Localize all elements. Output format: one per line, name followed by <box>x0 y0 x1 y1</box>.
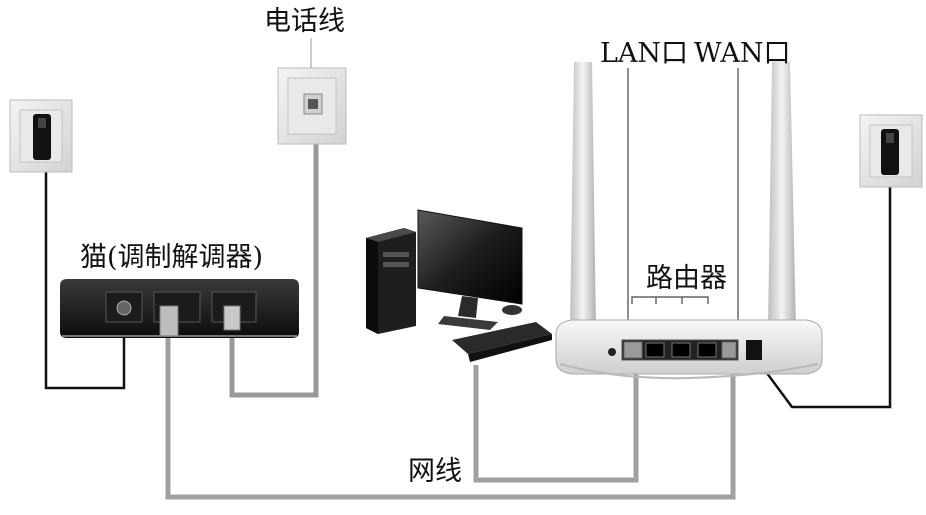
router-bracket <box>631 296 709 304</box>
phone-line-cable <box>229 110 319 398</box>
power-outlet-icon <box>9 99 73 173</box>
phone-jack-icon <box>277 67 347 145</box>
phone-line-label: 电话线 <box>264 6 345 37</box>
router-power-cable <box>753 172 892 409</box>
network-cable-modem-router <box>165 332 736 500</box>
modem-icon <box>60 279 299 338</box>
cables <box>44 38 892 500</box>
router-label: 路由器 <box>646 263 727 294</box>
network-cable-pc-router <box>473 358 639 483</box>
power-outlet-icon <box>859 114 923 188</box>
modem-power-cable <box>44 160 126 390</box>
network-cable-label: 网线 <box>408 456 462 487</box>
wireless-router-icon <box>555 62 823 380</box>
wan-port-label: WAN口 <box>694 38 791 69</box>
desktop-computer-icon <box>366 209 552 362</box>
lan-port-label: LAN口 <box>600 38 689 69</box>
modem-label: 猫(调制解调器) <box>80 242 264 273</box>
